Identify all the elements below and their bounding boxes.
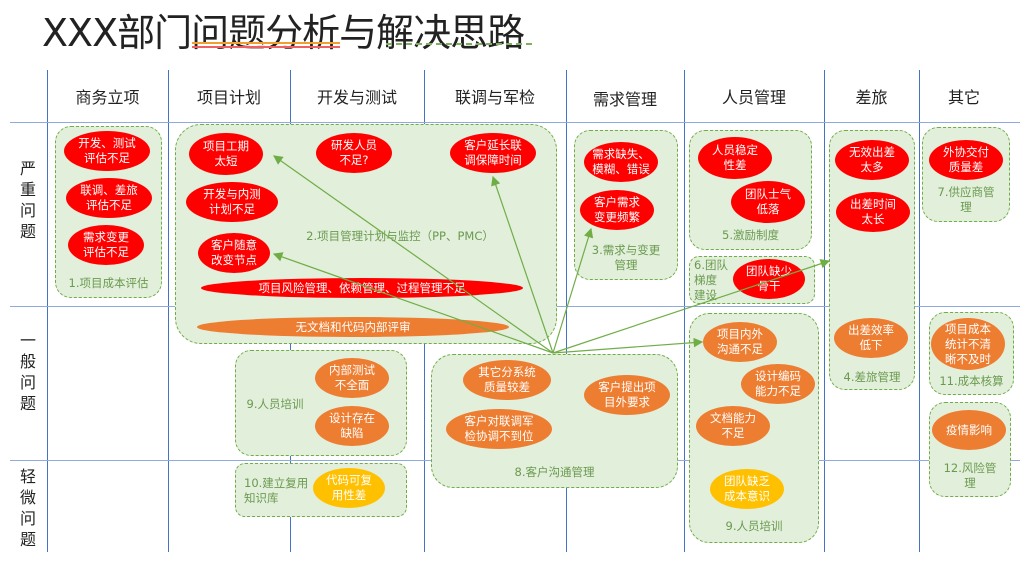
issue-general: 项目内外 沟通不足 [703,322,777,362]
title-underline [386,43,532,45]
group-label: 2.项目管理计划与监控（PP、PMC） [306,229,494,243]
issue-severe: 客户延长联 调保障时间 [450,133,536,173]
grid-line [168,70,169,552]
issue-general: 无文档和代码内部评审 [197,317,509,337]
arrow [552,227,594,354]
column-header: 差旅 [855,88,888,107]
column-header: 其它 [947,88,980,107]
arrow [272,252,554,354]
issue-severe: 人员稳定 性差 [698,137,772,179]
column-header: 人员管理 [721,88,786,107]
row-header-minor: 轻 微 问 题 [19,467,36,549]
issue-severe: 客户随意 改变节点 [198,233,270,273]
issue-severe: 项目工期 太短 [189,133,263,175]
grid-line [47,70,48,552]
issue-general: 设计存在 缺陷 [315,406,389,446]
grid-line [824,70,825,552]
column-header: 联调与军检 [454,88,535,107]
issue-severe: 客户需求 变更频繁 [580,190,654,230]
issue-general: 客户对联调军 检协调不到位 [446,409,552,449]
group-label: 9.人员培训 [725,519,783,533]
issue-minor: 团队缺乏 成本意识 [710,469,784,509]
issue-severe: 开发、测试 评估不足 [64,131,150,171]
row-header-severe: 严 重 问 题 [19,159,36,241]
issue-severe: 项目风险管理、依赖管理、过程管理不足 [201,278,523,298]
issue-severe: 出差时间 太长 [836,192,910,232]
group-label: 11.成本核算 [939,374,1004,388]
issue-general: 客户提出项 目外要求 [584,375,670,415]
grid-line [684,70,685,552]
issue-severe: 需求变更 评估不足 [68,225,144,265]
column-header: 开发与测试 [316,88,397,107]
group-label: 3.需求与变更 管理 [591,243,661,272]
row-header-general: 一 般 问 题 [19,331,36,413]
group-label: 7.供应商管 理 [937,185,995,214]
issue-severe: 需求缺失、 模糊、错误 [584,142,658,182]
title-underline [192,42,340,44]
group-label: 9.人员培训 [246,397,304,411]
issue-minor: 代码可复 用性差 [313,468,385,508]
grid-line [566,70,567,552]
issue-severe: 无效出差 太多 [835,140,909,180]
issue-general: 其它分系统 质量较差 [463,360,551,400]
group-label: 10.建立复用 知识库 [244,476,309,505]
arrow [552,337,704,354]
arrow [491,175,554,354]
issue-severe: 开发与内测 计划不足 [186,182,278,222]
issue-general: 出差效率 低下 [834,318,908,358]
group-label: 6.团队 梯度 建设 [694,258,728,302]
column-header: 项目计划 [196,88,261,107]
issue-general: 设计编码 能力不足 [741,364,815,404]
title-underline [192,46,340,48]
issue-general: 疫情影响 [932,410,1006,450]
group-label: 1.项目成本评估 [68,276,149,290]
issue-severe: 研发人员 不足? [316,133,392,173]
issue-severe: 联调、差旅 评估不足 [66,178,152,218]
column-header: 商务立项 [75,88,140,107]
group-label: 5.激励制度 [722,228,779,242]
issue-severe: 外协交付 质量差 [929,140,1003,180]
issue-general: 文档能力 不足 [696,406,770,446]
arrow [273,155,554,354]
group-label: 12.风险管 理 [943,461,997,490]
issue-general: 项目成本 统计不清 晰不及时 [931,318,1005,370]
issue-severe: 团队士气 低落 [731,181,805,223]
group-label: 8.客户沟通管理 [514,465,595,479]
issue-general: 内部测试 不全面 [315,358,389,398]
grid-line [919,70,920,552]
grid-line [10,122,1020,123]
arrow [552,259,831,354]
group-label: 4.差旅管理 [843,370,901,384]
column-header: 需求管理 [592,90,657,109]
